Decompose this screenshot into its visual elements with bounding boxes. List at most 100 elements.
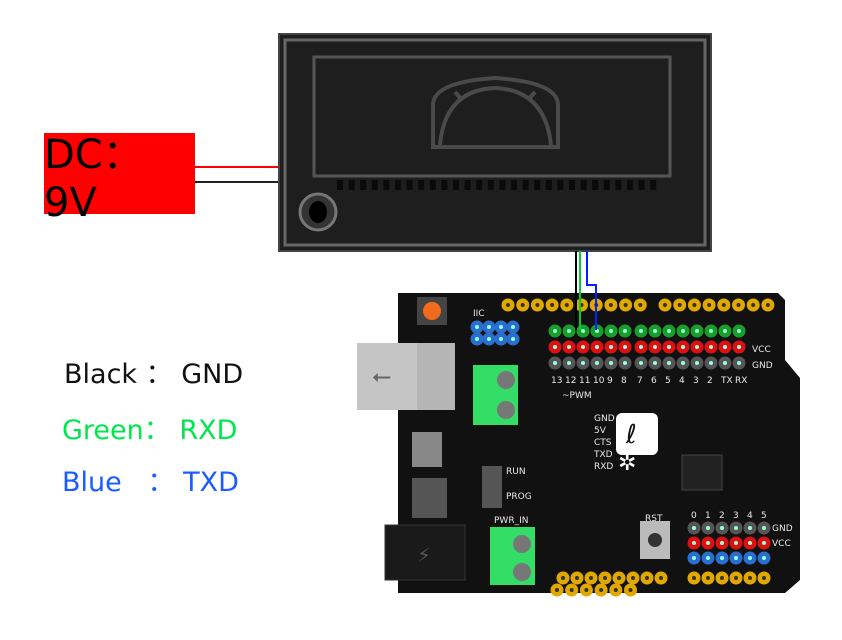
paper-slot [337,180,657,190]
header-pin [673,298,687,312]
signal-pin [690,324,704,338]
vcc-pin [718,340,732,354]
analog-signal-pin [757,551,771,565]
svg-text:ℓ: ℓ [625,420,637,450]
gnd-pin [590,356,604,370]
gnd-pin [648,356,662,370]
arduino-io-shield-board: ⭠ ⚡ ℓ ✲ VCC GND GND VCC ~PWM RST RUN PRO… [357,293,800,597]
digital-pin-label: RX [735,376,747,386]
gnd-pin [548,356,562,370]
slot-mark [638,180,645,190]
vcc-pin [576,340,590,354]
analog-pin-label: 2 [719,511,725,521]
header-pin [530,298,544,312]
printer-logo-icon [431,75,560,149]
run-prog-switch[interactable] [482,466,502,508]
vcc-pin [662,340,676,354]
header-pin [761,298,775,312]
analog-pin-label: 0 [691,511,697,521]
bottom-header-pin [715,571,729,585]
regulator [412,432,442,467]
signal-pin [576,324,590,338]
slot-mark [627,180,633,190]
signal-pin [704,324,718,338]
digital-pin-label: 6 [651,376,657,386]
digital-pin-label: 4 [679,376,685,386]
vcc-label-analog: VCC [772,539,791,549]
slot-mark [545,180,552,190]
bottom-header-pin [640,571,654,585]
signal-pin [618,324,632,338]
digital-pin-label: 11 [579,376,590,386]
wire-blue-txd [586,251,597,330]
analog-gnd-pin [729,521,743,535]
digital-pin-label: 2 [707,376,713,386]
signal-pin [648,324,662,338]
slot-mark [522,180,529,190]
analog-pin-label: 5 [761,511,767,521]
gnd-pin [604,356,618,370]
vcc-pin [590,340,604,354]
gnd-pin [690,356,704,370]
iic-label: IIC [473,309,485,319]
slot-mark [441,180,448,190]
dfrobot-logo [616,413,658,455]
analog-pin-label: 1 [705,511,711,521]
slot-mark [580,180,587,190]
gnd-pin [704,356,718,370]
xbee-pin-label: TXD [593,450,613,460]
header-pin [501,298,515,312]
bottom-header-pin [556,571,570,585]
slot-mark [418,180,425,190]
vcc-pin [562,340,576,354]
analog-gnd-pin [715,521,729,535]
gear-logo: ✲ [618,451,636,476]
header-pin [633,298,647,312]
power-supply-label: DC：9V [44,132,195,226]
iic-pin [482,332,496,346]
iic-pin [506,332,520,346]
bottom-header-pin [598,571,612,585]
bottom-header-pin [729,571,743,585]
digital-pin-label: 9 [607,376,613,386]
bottom-header-pin [687,571,701,585]
analog-vcc-pin [729,536,743,550]
digital-pin-label: 10 [593,376,605,386]
legend-green-rxd: Green： RXD [62,415,238,446]
analog-pin-label: 4 [747,511,753,521]
bottom-header-pin [701,571,715,585]
bottom-header-pin [743,571,757,585]
header-pin [594,583,608,597]
slot-mark [337,180,343,190]
gnd-label: GND [752,361,773,371]
header-pin [604,298,618,312]
xbee-pin-label: 5V [594,426,607,436]
xbee-pin-label: RXD [594,462,613,472]
pwm-label: ~PWM [562,391,592,401]
slot-mark [557,180,564,190]
slot-mark [406,180,413,190]
header-pin [717,298,731,312]
header-pin [732,298,745,312]
slot-mark [453,180,459,190]
slot-mark [395,180,401,190]
header-pin [619,298,633,312]
slot-mark [464,180,471,190]
usb-icon: ⭠ [372,362,391,390]
iic-pin [506,320,520,334]
digital-pin-label: 5 [665,376,671,386]
regulator-2 [412,478,447,518]
rst-label: RST [645,514,663,524]
slot-mark [371,180,378,190]
signal-pin [562,324,576,338]
slot-mark [348,180,355,190]
header-pin [746,298,760,312]
slot-mark [603,180,610,190]
signal-pin [634,324,648,338]
slot-mark [615,180,622,190]
analog-signal-pin [701,551,715,565]
digital-pin-label: TX [720,376,733,386]
gnd-pin [618,356,632,370]
legend-blue-txd: Blue ： TXD [62,467,239,498]
signal-pin [662,324,676,338]
